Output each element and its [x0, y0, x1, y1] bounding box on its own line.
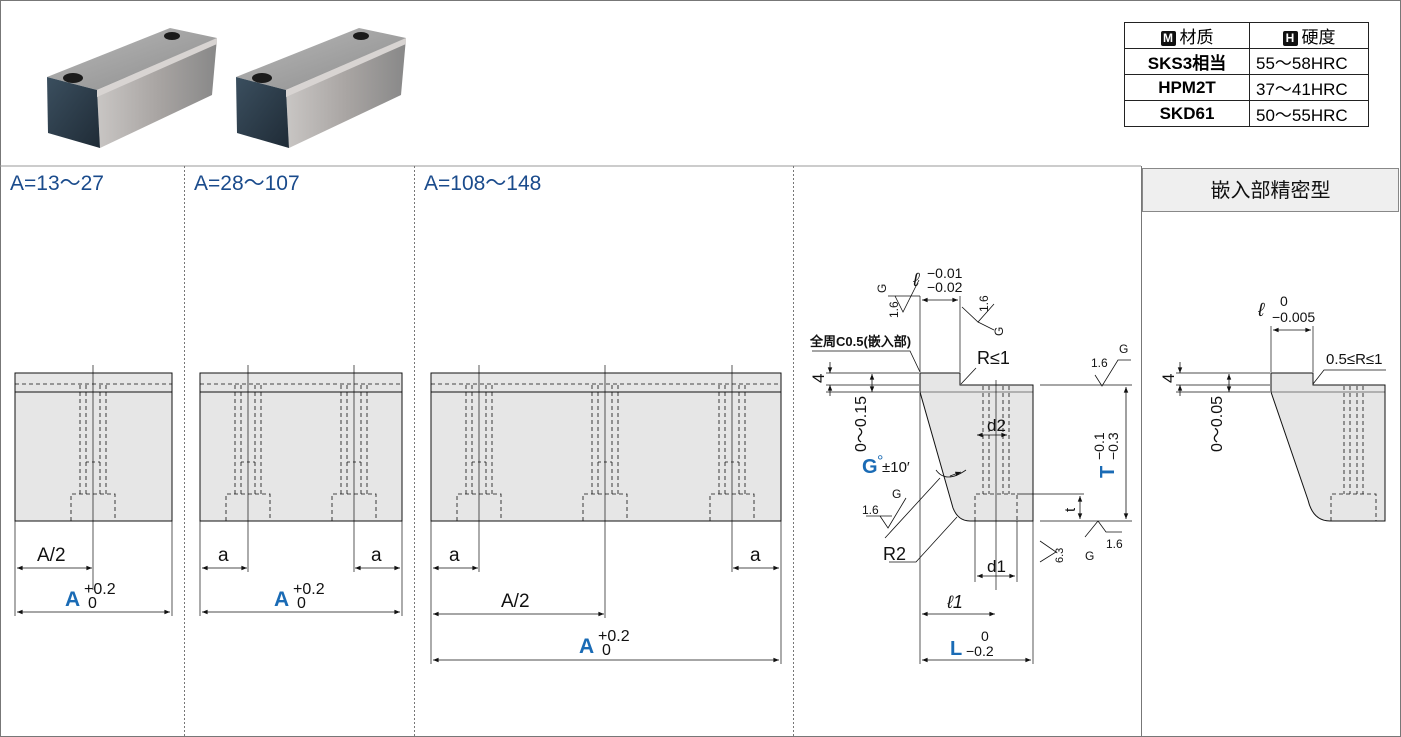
rough-g: G [1085, 549, 1094, 563]
precision-ell-tol-lower: −0.005 [1272, 309, 1315, 325]
dim-g-tol: ±10′ [882, 459, 910, 476]
dim-g-angle: G [862, 456, 878, 478]
material-badge-icon: M [1160, 31, 1176, 46]
dim-half-a-large: A/2 [501, 591, 530, 612]
dim-a-tol-lower: 0 [88, 595, 97, 612]
dim-a-tol-upper: +0.2 [84, 581, 116, 598]
dim-big-t-tol-lower: −0.3 [1105, 432, 1121, 460]
chamfer-note: 全周C0.5(嵌入部) [809, 334, 911, 349]
dim-a-left-medium: a [218, 545, 229, 566]
range-label-medium: A=28～107 [194, 172, 300, 195]
precision-dim-four: 4 [1159, 374, 1178, 383]
hardness-cell: 37～41HRC [1249, 74, 1369, 101]
dim-a-right-large: a [750, 545, 761, 566]
rough-16: 1.6 [1106, 537, 1123, 551]
dim-a-small: A [65, 588, 80, 611]
rough-16: 1.6 [887, 301, 901, 318]
dim-0-015: 0～0.15 [853, 396, 870, 452]
dim-d2: d2 [987, 416, 1006, 435]
precision-dim-tol: 0～0.05 [1209, 396, 1226, 452]
dim-l: L [950, 638, 962, 660]
dim-a-medium: A [274, 588, 289, 611]
precision-ell-tol-upper: 0 [1280, 293, 1288, 309]
dim-ell1: ℓ1 [946, 592, 963, 612]
dim-a-tol-lower: 0 [602, 642, 611, 659]
range-label-large: A=108～148 [424, 172, 542, 195]
dim-big-t-tol-upper: −0.1 [1091, 432, 1107, 460]
table-row: SKD61 50～55HRC [1124, 100, 1369, 127]
r-note: R≤1 [977, 348, 1010, 368]
dim-a-tol-upper: +0.2 [293, 581, 325, 598]
product-image-2 [236, 28, 406, 148]
hardness-cell: 50～55HRC [1249, 100, 1369, 127]
front-view-small [14, 365, 173, 616]
rough-16: 1.6 [1091, 356, 1108, 370]
dim-big-t: T [1097, 466, 1119, 478]
rough-16: 1.6 [862, 503, 879, 517]
dim-ell-tol-lower: −0.02 [927, 279, 963, 295]
rough-g: G [1119, 342, 1128, 356]
rough-63: 6.3 [1054, 548, 1066, 563]
dim-ell: ℓ [912, 270, 920, 291]
dim-half-a-small: A/2 [37, 545, 66, 566]
rough-g: G [992, 327, 1006, 336]
precision-r-note: 0.5≤R≤1 [1326, 351, 1383, 368]
dim-a-right-medium: a [371, 545, 382, 566]
dim-d1: d1 [987, 557, 1006, 576]
dim-four: 4 [809, 374, 828, 383]
front-view-large [430, 365, 782, 664]
material-cell: SKD61 [1124, 100, 1250, 127]
material-cell: SKS3相当 [1124, 48, 1250, 75]
dim-a-large: A [579, 635, 594, 658]
precision-type-title: 嵌入部精密型 [1142, 168, 1399, 212]
dim-a-tol-upper: +0.2 [598, 628, 630, 645]
product-image-1 [47, 28, 217, 148]
front-view-medium [199, 365, 403, 616]
dim-l-tol-upper: 0 [981, 628, 989, 644]
dim-a-tol-lower: 0 [297, 595, 306, 612]
precision-dim-ell: ℓ [1257, 300, 1265, 321]
rough-g: G [875, 284, 889, 293]
hardness-badge-icon: H [1282, 31, 1298, 46]
side-view [812, 279, 1132, 664]
range-label-small: A=13～27 [10, 172, 104, 195]
dim-r2: R2 [883, 544, 906, 564]
precision-view [1176, 326, 1386, 522]
dim-ell-tol-upper: −0.01 [927, 265, 963, 281]
dim-a-left-large: a [449, 545, 460, 566]
rough-16: 1.6 [977, 295, 991, 312]
dim-g-degree: ° [877, 453, 883, 470]
rough-g: G [892, 487, 901, 501]
dim-small-t: t [1062, 507, 1079, 512]
dim-l-tol-lower: −0.2 [966, 643, 994, 659]
